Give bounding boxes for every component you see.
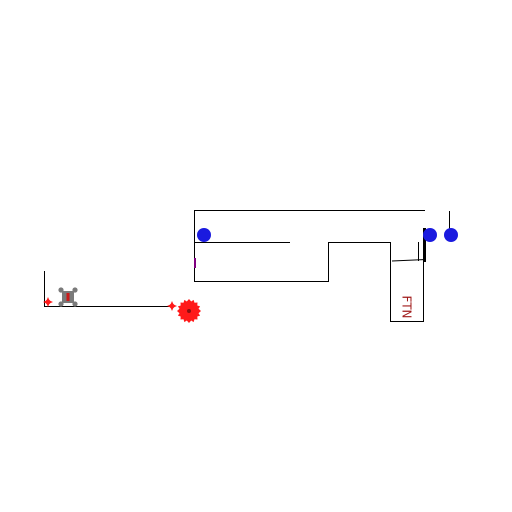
purple-marker-icon <box>194 258 196 268</box>
player-bot-icon[interactable] <box>58 287 78 307</box>
blue-orb-icon[interactable] <box>423 228 437 242</box>
main-structure <box>194 210 450 322</box>
level-label: FTN <box>400 296 414 319</box>
left-ledge <box>44 271 172 307</box>
shaft-ledge <box>391 259 427 262</box>
spiky-hazard-icon <box>167 301 177 311</box>
spiky-hazard-icon <box>43 297 53 307</box>
blue-orb-icon[interactable] <box>197 228 211 242</box>
spiky-saw-hazard-icon <box>177 299 201 323</box>
blue-orb-icon[interactable] <box>444 228 458 242</box>
